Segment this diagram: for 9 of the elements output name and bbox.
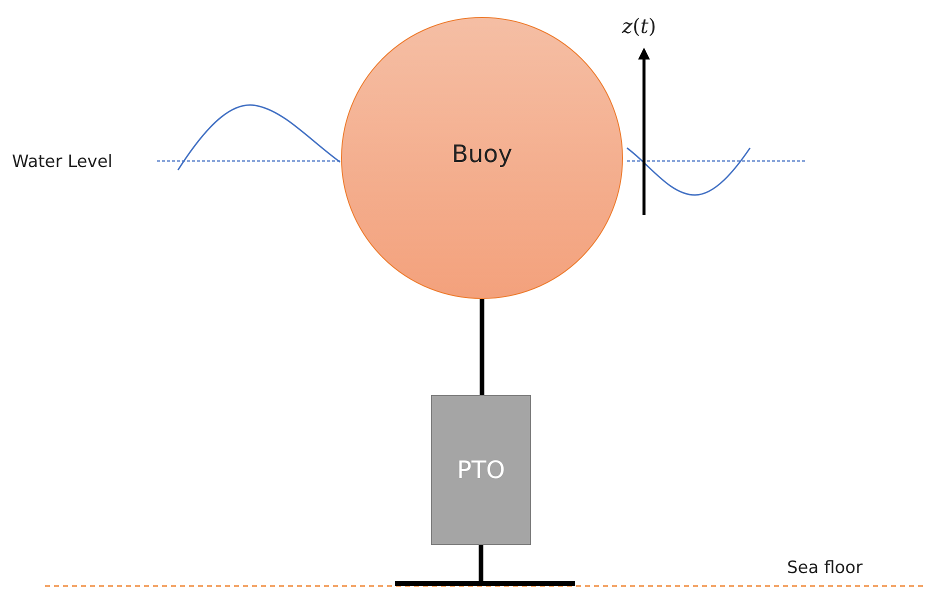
node-label: PTO: [456, 456, 506, 484]
variable-label: z(t): [622, 14, 656, 38]
sea-floor-label: Sea floor: [787, 558, 863, 578]
node-label: Buoy: [452, 140, 512, 168]
connector-rod: [478, 545, 484, 581]
pto-box: [431, 395, 531, 545]
connector-rod: [480, 299, 484, 395]
water-level-label: Water Level: [12, 152, 113, 172]
anchor-bar: [395, 581, 575, 586]
